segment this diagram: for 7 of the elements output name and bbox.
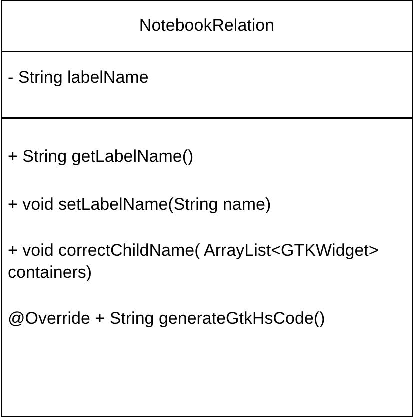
attribute-text: - String labelName (8, 67, 150, 89)
attributes-compartment (1, 51, 413, 118)
method-text: @Override + String generateGtkHsCode() (8, 308, 326, 330)
class-name: NotebookRelation (138, 15, 276, 37)
method-text: + void correctChildName( ArrayList<GTKWidget> containers) (8, 240, 380, 284)
method-text: + String getLabelName() (8, 146, 195, 168)
method-text: + void setLabelName(String name) (8, 194, 272, 216)
